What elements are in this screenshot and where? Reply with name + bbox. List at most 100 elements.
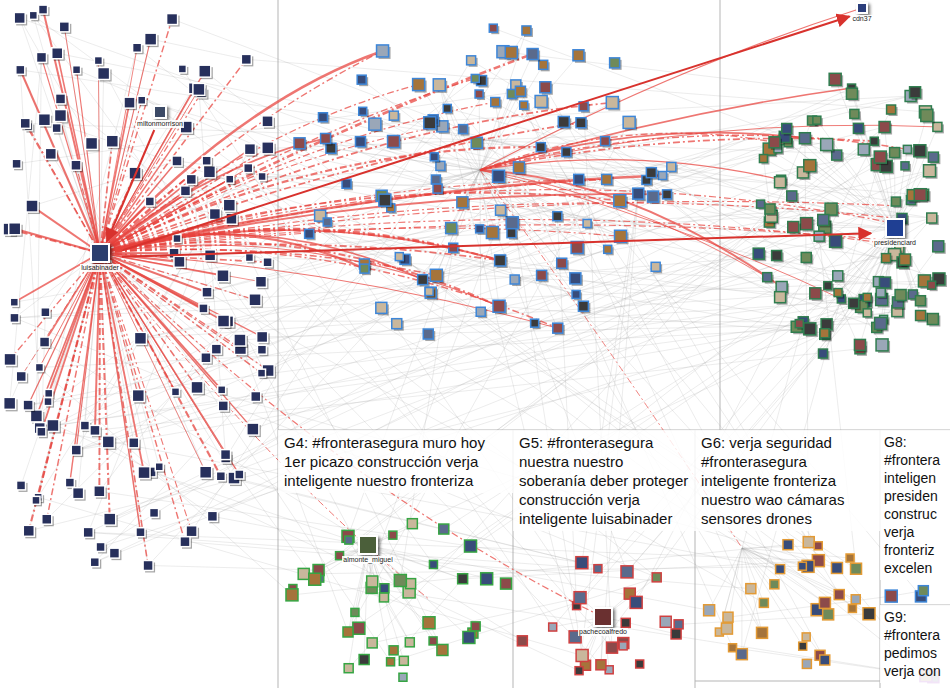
account-vertex [104, 513, 118, 527]
vertex-avatar [94, 486, 105, 497]
vertex-avatar [221, 450, 231, 460]
vertex-avatar [423, 329, 433, 339]
vertex-avatar [218, 401, 228, 411]
tweet-link [57, 53, 662, 175]
account-vertex [262, 142, 276, 156]
account-vertex [623, 116, 637, 130]
account-vertex [20, 118, 32, 130]
account-vertex [583, 219, 593, 229]
tweet-link [805, 138, 895, 228]
vertex-avatar [4, 397, 16, 409]
vertex-avatar [475, 90, 483, 98]
vertex-avatar [298, 568, 309, 579]
vertex-avatar [439, 524, 449, 534]
vertex-avatar [486, 226, 498, 238]
account-vertex [493, 300, 507, 314]
vertex-avatar [262, 142, 274, 154]
vertex-avatar [890, 148, 900, 158]
vertex-avatar [576, 118, 586, 128]
account-vertex [573, 50, 586, 63]
vertex-avatar [515, 86, 525, 96]
vertex-avatar [355, 137, 365, 147]
account-vertex [819, 597, 830, 608]
account-vertex [834, 590, 844, 600]
group-heading: G4: #fronterasegura muro hoy 1er picazo … [278, 430, 513, 493]
vertex-avatar [659, 172, 667, 180]
account-node: presidenciard [873, 218, 917, 247]
account-vertex [783, 540, 793, 550]
tweet-link [262, 323, 880, 337]
vertex-avatar [258, 369, 266, 377]
tweet-link [45, 342, 523, 641]
vertex-avatar [914, 189, 926, 201]
vertex-avatar [899, 254, 910, 265]
account-vertex [52, 124, 63, 135]
account-vertex [463, 631, 475, 643]
vertex-avatar [854, 339, 865, 350]
account-vertex [574, 592, 586, 604]
tweet-link [480, 54, 533, 170]
vertex-avatar [458, 574, 468, 584]
account-vertex [621, 566, 633, 578]
account-vertex [446, 223, 459, 236]
tweet-link [512, 233, 853, 608]
account-name: pachecoalfredo [578, 628, 628, 636]
vertex-avatar [763, 273, 772, 282]
account-vertex [173, 235, 183, 245]
vertex-avatar [540, 82, 551, 93]
vertex-avatar [94, 57, 102, 65]
account-vertex [481, 573, 493, 585]
account-vertex [172, 156, 184, 168]
account-vertex [903, 145, 913, 155]
vertex-avatar [775, 292, 786, 303]
account-vertex [138, 467, 152, 481]
vertex-avatar [217, 270, 229, 282]
vertex-avatar [180, 537, 190, 547]
account-vertex [234, 334, 248, 348]
mention-link [100, 253, 222, 390]
vertex-avatar [205, 250, 216, 261]
account-vertex [203, 166, 217, 180]
account-vertex [180, 537, 192, 549]
account-vertex [787, 191, 799, 203]
vertex-avatar [294, 138, 305, 149]
vertex-avatar [830, 235, 842, 247]
account-vertex [223, 199, 237, 213]
account-vertex [549, 623, 557, 631]
vertex-avatar [770, 580, 779, 589]
vertex-avatar [813, 116, 821, 124]
account-vertex [73, 488, 86, 501]
vertex-avatar [578, 301, 588, 311]
mention-link [47, 253, 100, 519]
tweet-link [100, 88, 194, 253]
tweet-link [33, 15, 100, 253]
tweet-link [148, 565, 318, 570]
account-vertex [218, 401, 230, 413]
vertex-avatar [493, 300, 505, 312]
vertex-avatar [155, 463, 163, 471]
account-vertex [846, 554, 854, 562]
account-vertex [226, 175, 236, 185]
mention-link [100, 51, 383, 253]
account-vertex [799, 133, 812, 146]
group-heading: G6: verja seguridad #fronterasegura inte… [695, 430, 880, 531]
vertex-avatar [323, 218, 331, 226]
tweet-link [515, 280, 825, 334]
vertex-avatar [446, 223, 457, 234]
tweet-link [36, 416, 579, 671]
account-vertex [218, 315, 232, 329]
vertex-avatar [517, 636, 527, 646]
account-vertex [26, 200, 40, 214]
vertex-avatar [863, 293, 871, 301]
account-vertex [430, 153, 440, 163]
account-vertex [52, 48, 65, 61]
account-vertex [399, 656, 408, 665]
vertex-avatar [17, 481, 26, 490]
vertex-avatar [776, 565, 785, 574]
mention-link [20, 70, 100, 253]
vertex-avatar [757, 200, 765, 208]
account-vertex [895, 290, 908, 303]
account-vertex [423, 617, 435, 629]
vertex-avatar [736, 649, 747, 660]
mention-link [100, 253, 148, 565]
